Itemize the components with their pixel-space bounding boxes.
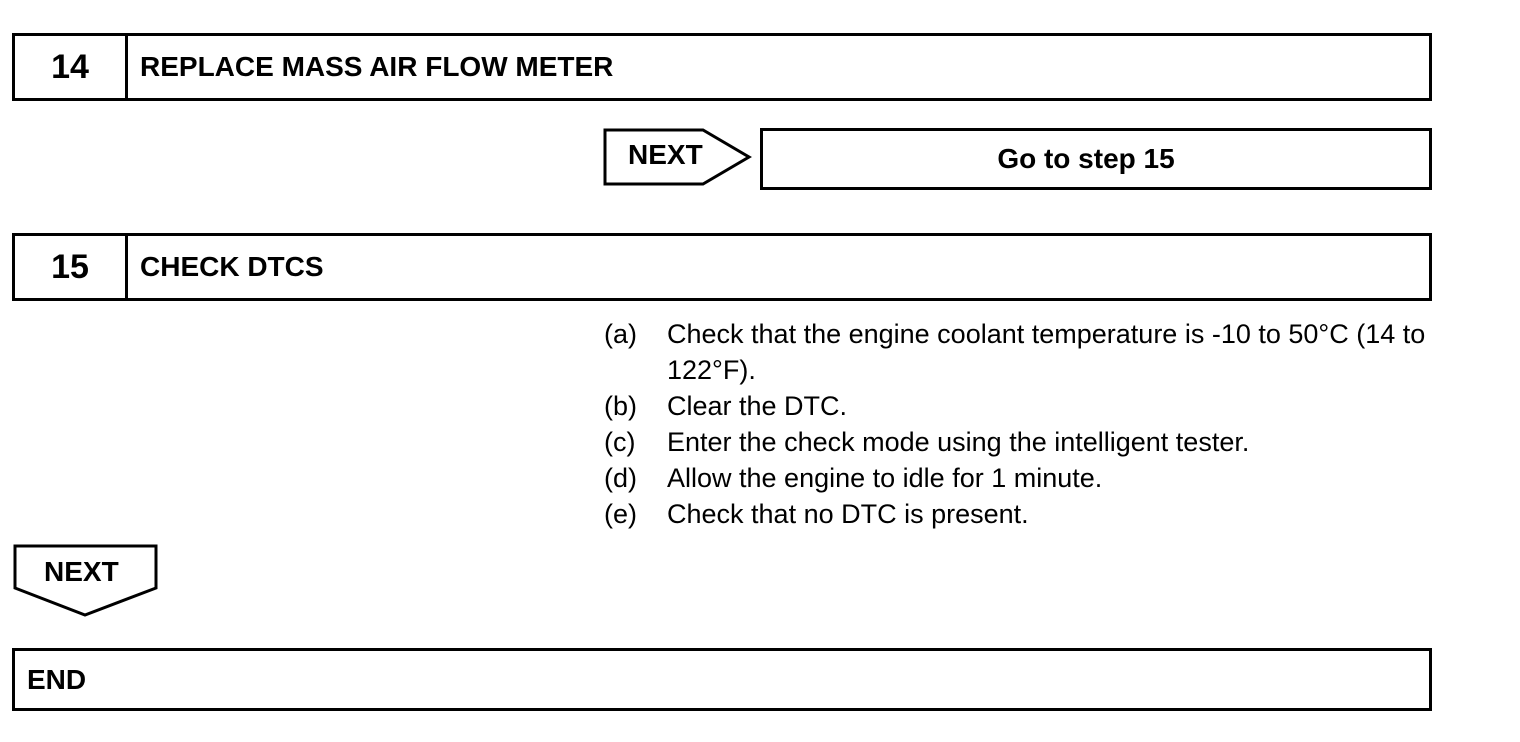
end-box: END xyxy=(12,648,1432,711)
next-label: NEXT xyxy=(628,139,703,170)
instruction-letter: (e) xyxy=(604,499,637,529)
next-arrow-down[interactable]: NEXT xyxy=(12,543,160,619)
instruction-list: (a) Check that the engine coolant temper… xyxy=(604,316,1434,532)
instruction-letter: (a) xyxy=(604,319,637,349)
goto-step-15-box: Go to step 15 xyxy=(760,128,1432,190)
step-title: CHECK DTCS xyxy=(140,251,324,282)
instruction-text: Check that no DTC is present. xyxy=(667,499,1029,529)
instruction-item: (b) Clear the DTC. xyxy=(604,388,1434,424)
instruction-item: (d) Allow the engine to idle for 1 minut… xyxy=(604,460,1434,496)
next-arrow-right[interactable]: NEXT xyxy=(603,128,753,186)
step-title: REPLACE MASS AIR FLOW METER xyxy=(140,51,614,82)
instruction-item: (a) Check that the engine coolant temper… xyxy=(604,316,1434,388)
instruction-letter: (b) xyxy=(604,391,637,421)
instruction-letter: (c) xyxy=(604,427,636,457)
instruction-item: (e) Check that no DTC is present. xyxy=(604,496,1434,532)
instruction-text: Clear the DTC. xyxy=(667,391,848,421)
step-14-header: 14 REPLACE MASS AIR FLOW METER xyxy=(12,33,1432,101)
instruction-text: Check that the engine coolant temperatur… xyxy=(667,319,1426,385)
instruction-letter: (d) xyxy=(604,463,637,493)
next-label: NEXT xyxy=(44,556,119,587)
instruction-item: (c) Enter the check mode using the intel… xyxy=(604,424,1434,460)
instruction-text: Enter the check mode using the intellige… xyxy=(667,427,1250,457)
instruction-text: Allow the engine to idle for 1 minute. xyxy=(667,463,1103,493)
step-number: 14 xyxy=(15,36,128,98)
step-15-header: 15 CHECK DTCS xyxy=(12,233,1432,301)
right-arrow-icon xyxy=(603,128,752,186)
down-arrow-icon xyxy=(13,544,158,617)
step-number: 15 xyxy=(15,236,128,298)
